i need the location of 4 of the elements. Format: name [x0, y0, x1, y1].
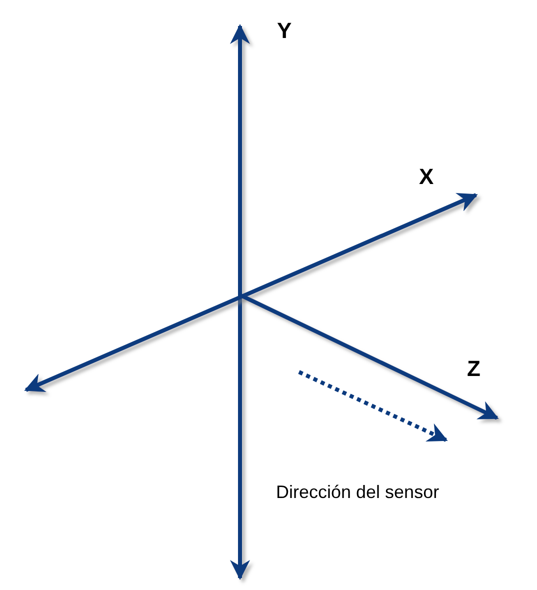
- direction-label: Dirección del sensor: [276, 483, 440, 501]
- axis-label: Y: [277, 20, 292, 42]
- axis-label: X: [419, 166, 434, 188]
- axis-label: Z: [467, 358, 480, 380]
